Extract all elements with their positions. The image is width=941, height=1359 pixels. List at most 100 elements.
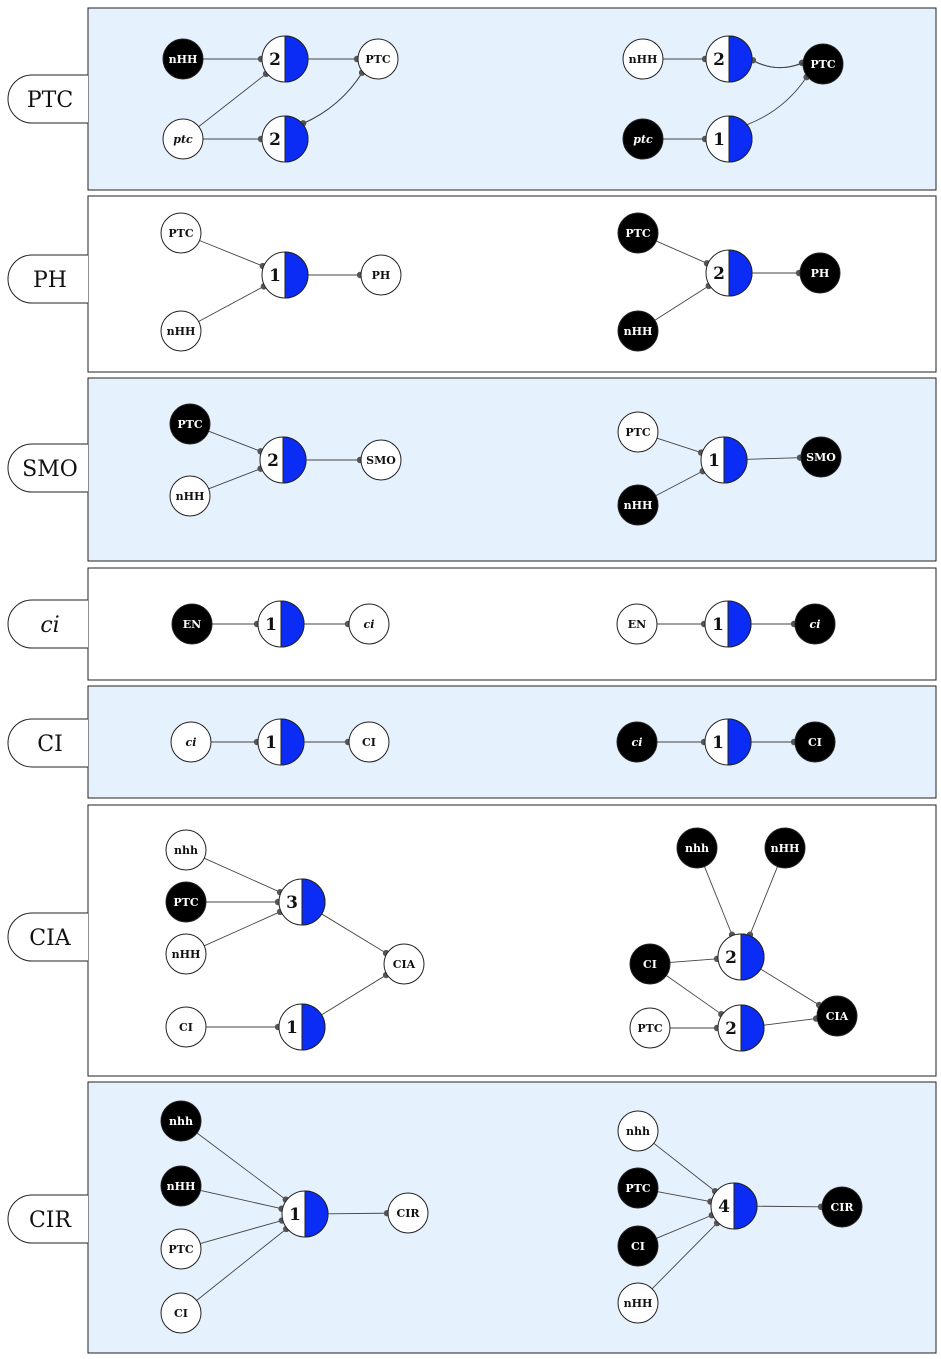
panel-background [87, 7, 937, 191]
species-label: PTC [177, 418, 202, 431]
species-node: ptc [622, 118, 664, 160]
species-label: nHH [169, 53, 198, 66]
species-circle [617, 310, 659, 352]
species-circle [676, 827, 718, 869]
species-node: PTC [802, 43, 844, 85]
panel-tab: CIA [7, 912, 88, 962]
species-label: SMO [806, 451, 836, 464]
species-circle [160, 1228, 202, 1270]
species-circle [799, 252, 841, 294]
species-circle [360, 439, 402, 481]
species-label: EN [628, 618, 646, 631]
panel-background [87, 1081, 937, 1354]
species-node: CIA [816, 995, 858, 1037]
edge-line [198, 73, 267, 128]
species-node: nHH [617, 310, 659, 352]
species-circle [617, 1225, 659, 1267]
species-node: CI [160, 1292, 202, 1334]
species-label: nhh [174, 844, 198, 857]
species-node: CI [348, 721, 390, 763]
species-circle [387, 1192, 429, 1234]
gate-threshold: 1 [286, 1018, 298, 1038]
edge-line [200, 1189, 282, 1210]
gate-threshold: 2 [269, 50, 281, 70]
species-node: nHH [622, 38, 664, 80]
gate-threshold: 2 [713, 50, 725, 70]
panel-tab-shape [7, 718, 88, 768]
species-node: nhh [165, 829, 207, 871]
gate-half-fill [284, 35, 309, 83]
gate-node: 1 [257, 600, 305, 648]
gate-threshold: 1 [713, 130, 725, 150]
species-label: nHH [172, 948, 201, 961]
gate-node: 2 [717, 933, 765, 981]
gate-node: 2 [705, 249, 753, 297]
species-circle [160, 310, 202, 352]
panel-tab-label: PTC [27, 88, 73, 113]
species-node: EN [171, 603, 213, 645]
gate-half-fill [727, 718, 752, 766]
gate-threshold: 2 [725, 948, 737, 968]
species-label: PTC [168, 1243, 193, 1256]
edge-line [656, 1214, 713, 1239]
edge-line [196, 1228, 287, 1301]
gate-half-fill [728, 35, 753, 83]
edge-line [657, 1191, 711, 1203]
edge-line [302, 72, 363, 125]
gate-node: 2 [261, 35, 309, 83]
species-label: ci [364, 618, 375, 631]
species-node: PTC [629, 1007, 671, 1049]
panel-tab-label: CIA [29, 926, 72, 951]
species-circle [160, 1292, 202, 1334]
species-circle [617, 1110, 659, 1152]
edge-line [656, 240, 708, 264]
species-label: ci [186, 736, 197, 749]
gate-node: 2 [705, 35, 753, 83]
panel-cir-6: CIR [7, 1081, 937, 1354]
species-label: PH [811, 267, 830, 280]
species-node: nHH [617, 1282, 659, 1324]
species-node: SMO [360, 439, 402, 481]
species-circle [162, 38, 204, 80]
panel-tab: PH [7, 254, 88, 304]
species-label: CI [631, 1240, 645, 1253]
species-label: nHH [167, 325, 196, 338]
panel-tab-label: CIR [29, 1208, 73, 1233]
edge-line [746, 76, 807, 126]
species-node: nHH [160, 1165, 202, 1207]
species-node: PTC [617, 411, 659, 453]
panel-background [87, 377, 937, 562]
gate-threshold: 2 [725, 1019, 737, 1039]
species-label: PTC [625, 1182, 650, 1195]
species-circle [162, 118, 204, 160]
gate-half-fill [284, 251, 309, 299]
species-circle [348, 603, 390, 645]
species-label: nHH [624, 499, 653, 512]
species-circle [821, 1186, 863, 1228]
species-node: PTC [617, 1167, 659, 1209]
gate-node: 1 [700, 436, 748, 484]
species-label: nHH [624, 1297, 653, 1310]
panel-ptc-0: PTC [7, 7, 937, 191]
species-circle [165, 829, 207, 871]
gate-threshold: 1 [712, 615, 724, 635]
species-label: nHH [629, 53, 658, 66]
panel-tab: CI [7, 718, 88, 768]
edge-line [746, 457, 801, 460]
species-label: EN [183, 618, 201, 631]
species-label: PH [372, 269, 391, 282]
gate-threshold: 2 [713, 264, 725, 284]
species-circle [160, 212, 202, 254]
species-node: PH [360, 254, 402, 296]
gate-half-fill [280, 718, 305, 766]
gate-half-fill [728, 115, 753, 163]
species-label: CI [808, 736, 822, 749]
species-node: PTC [357, 38, 399, 80]
gate-node: 1 [704, 600, 752, 648]
panel-tab-shape [7, 254, 88, 304]
species-circle [617, 484, 659, 526]
species-node: CI [617, 1225, 659, 1267]
species-label: nHH [624, 325, 653, 338]
species-label: PTC [810, 58, 835, 71]
